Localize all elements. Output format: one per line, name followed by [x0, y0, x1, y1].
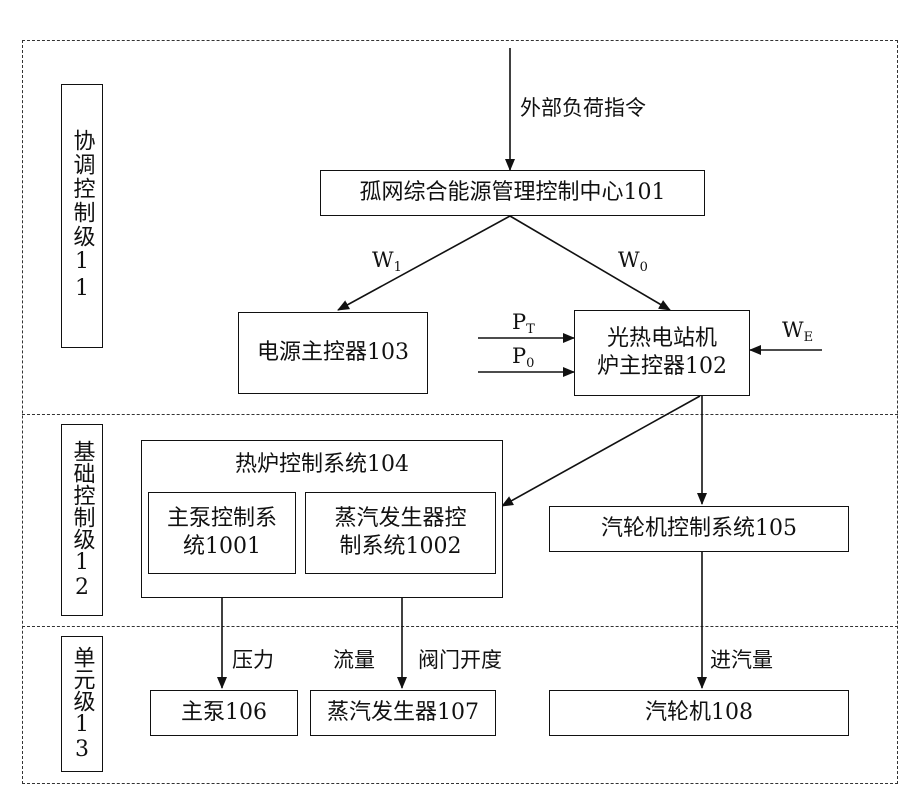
steam-turbine: 汽轮机108: [549, 690, 849, 736]
turbine-control-system-label: 汽轮机控制系统105: [601, 515, 797, 543]
main-pump-control-line1: 主泵控制系: [167, 505, 277, 533]
arrow-to-furnace: [502, 396, 700, 506]
steam-generator: 蒸汽发生器107: [310, 690, 496, 736]
pt-main: P: [512, 310, 526, 334]
pt-sub: T: [526, 322, 535, 337]
pt-label: PT: [512, 310, 535, 337]
solar-boiler-controller-line2: 炉主控器102: [597, 353, 727, 381]
power-main-controller: 电源主控器103: [238, 312, 428, 394]
energy-management-center: 孤网综合能源管理控制中心101: [320, 170, 705, 216]
pressure-label: 压力: [232, 644, 274, 674]
main-pump-label: 主泵106: [181, 699, 267, 727]
w0-sub: 0: [640, 260, 648, 275]
we-main: W: [782, 318, 804, 342]
steam-generator-control-line2: 制系统1002: [340, 533, 462, 561]
w0-label: W0: [618, 248, 648, 275]
solar-boiler-controller-line1: 光热电站机: [607, 325, 717, 353]
valve-opening-label: 阀门开度: [418, 644, 502, 674]
we-sub: E: [804, 330, 814, 345]
w0-main: W: [618, 248, 640, 272]
w1-main: W: [372, 248, 394, 272]
main-pump-control-line2: 统1001: [183, 533, 261, 561]
steam-generator-control-line1: 蒸汽发生器控: [334, 505, 466, 533]
energy-management-center-label: 孤网综合能源管理控制中心101: [360, 179, 666, 207]
flow-label: 流量: [333, 644, 375, 674]
p0-main: P: [512, 344, 526, 368]
we-label: WE: [782, 318, 813, 345]
solar-boiler-controller: 光热电站机 炉主控器102: [574, 310, 750, 396]
steam-intake-label: 进汽量: [710, 644, 773, 674]
furnace-control-system-label: 热炉控制系统104: [235, 451, 409, 479]
main-pump-control-system: 主泵控制系 统1001: [148, 492, 296, 574]
arrow-w1: [338, 216, 510, 310]
steam-turbine-label: 汽轮机108: [645, 699, 753, 727]
turbine-control-system: 汽轮机控制系统105: [549, 506, 849, 552]
w1-sub: 1: [394, 260, 402, 275]
steam-generator-control-system: 蒸汽发生器控 制系统1002: [305, 492, 496, 574]
p0-sub: 0: [526, 356, 534, 371]
power-main-controller-label: 电源主控器103: [257, 339, 409, 367]
external-load-command-label: 外部负荷指令: [520, 92, 646, 122]
p0-label: P0: [512, 344, 534, 371]
steam-generator-label: 蒸汽发生器107: [327, 699, 479, 727]
w1-label: W1: [372, 248, 402, 275]
main-pump: 主泵106: [150, 690, 298, 736]
